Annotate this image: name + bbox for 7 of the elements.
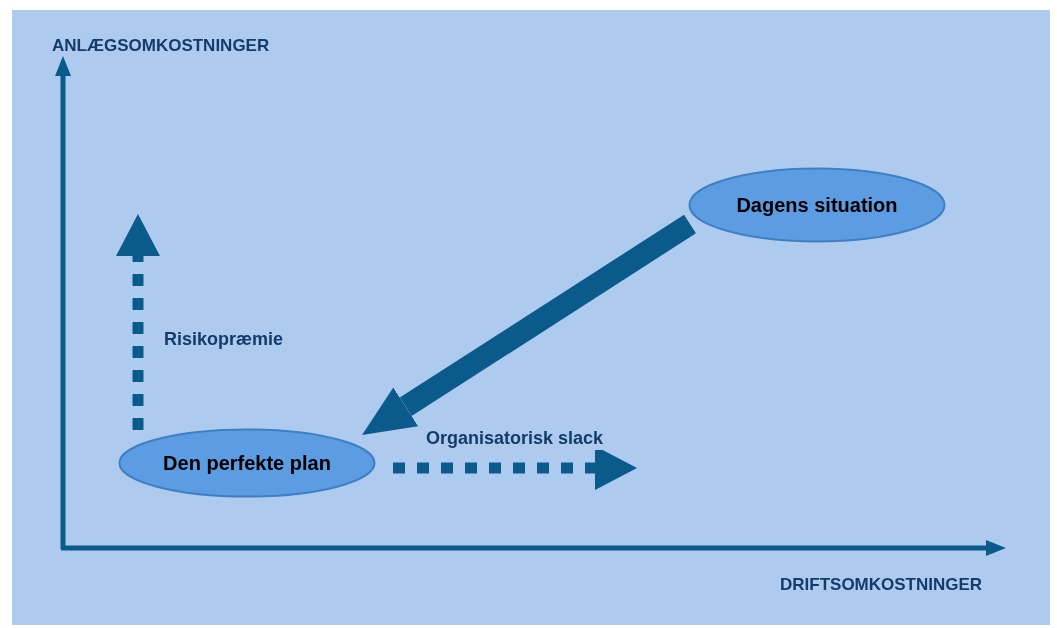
axis-title: DRIFTSOMKOSTNINGER bbox=[780, 575, 983, 595]
arrow bbox=[362, 214, 696, 435]
ellipse-node bbox=[688, 167, 946, 243]
node-text: Dagens situation bbox=[736, 193, 898, 217]
ellipse-node bbox=[118, 428, 376, 498]
node-text: Den perfekte plan bbox=[163, 451, 331, 475]
axis-title: ANLÆGSOMKOSTNINGER bbox=[52, 36, 270, 56]
